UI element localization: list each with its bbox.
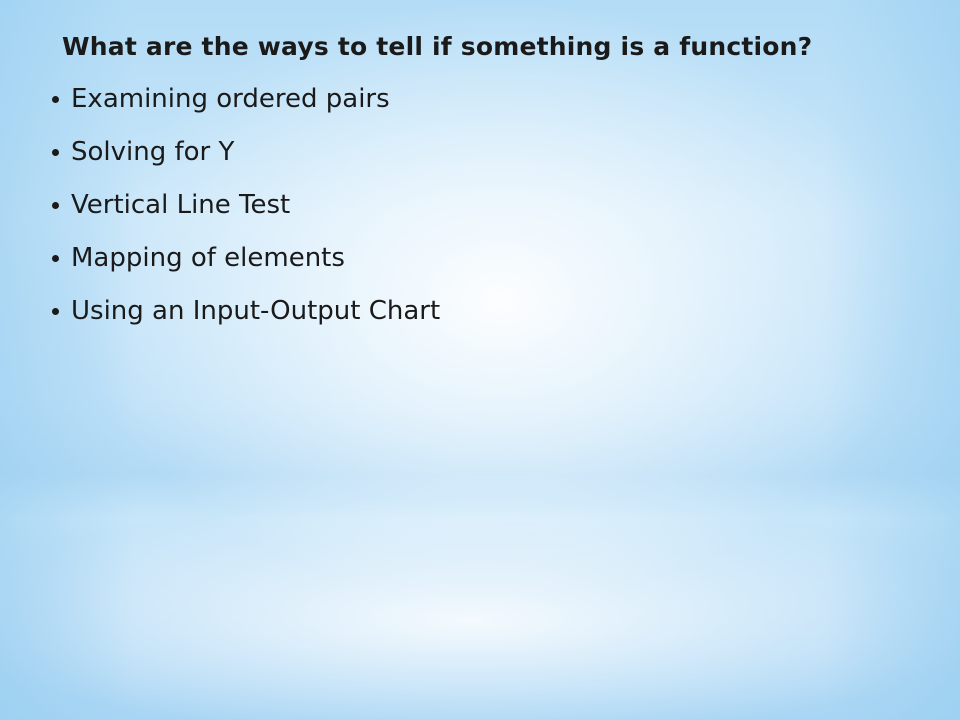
bullet-text: Vertical Line Test: [71, 190, 291, 220]
slide-title: What are the ways to tell if something i…: [62, 32, 813, 61]
bullet-dot-icon: [52, 202, 59, 209]
bullet-dot-icon: [52, 308, 59, 315]
bullet-item: Solving for Y: [48, 137, 440, 190]
bullet-dot-icon: [52, 96, 59, 103]
bullet-text: Using an Input-Output Chart: [71, 296, 441, 326]
bullet-item: Vertical Line Test: [48, 190, 440, 243]
bullet-item: Mapping of elements: [48, 243, 440, 296]
bullet-text: Solving for Y: [71, 137, 235, 167]
bullet-dot-icon: [52, 149, 59, 156]
bullet-item: Using an Input-Output Chart: [48, 296, 440, 349]
bullet-text: Mapping of elements: [71, 243, 345, 273]
bullet-text: Examining ordered pairs: [71, 84, 390, 114]
bullet-list: Examining ordered pairs Solving for Y Ve…: [48, 84, 440, 349]
bullet-item: Examining ordered pairs: [48, 84, 440, 137]
bullet-dot-icon: [52, 255, 59, 262]
